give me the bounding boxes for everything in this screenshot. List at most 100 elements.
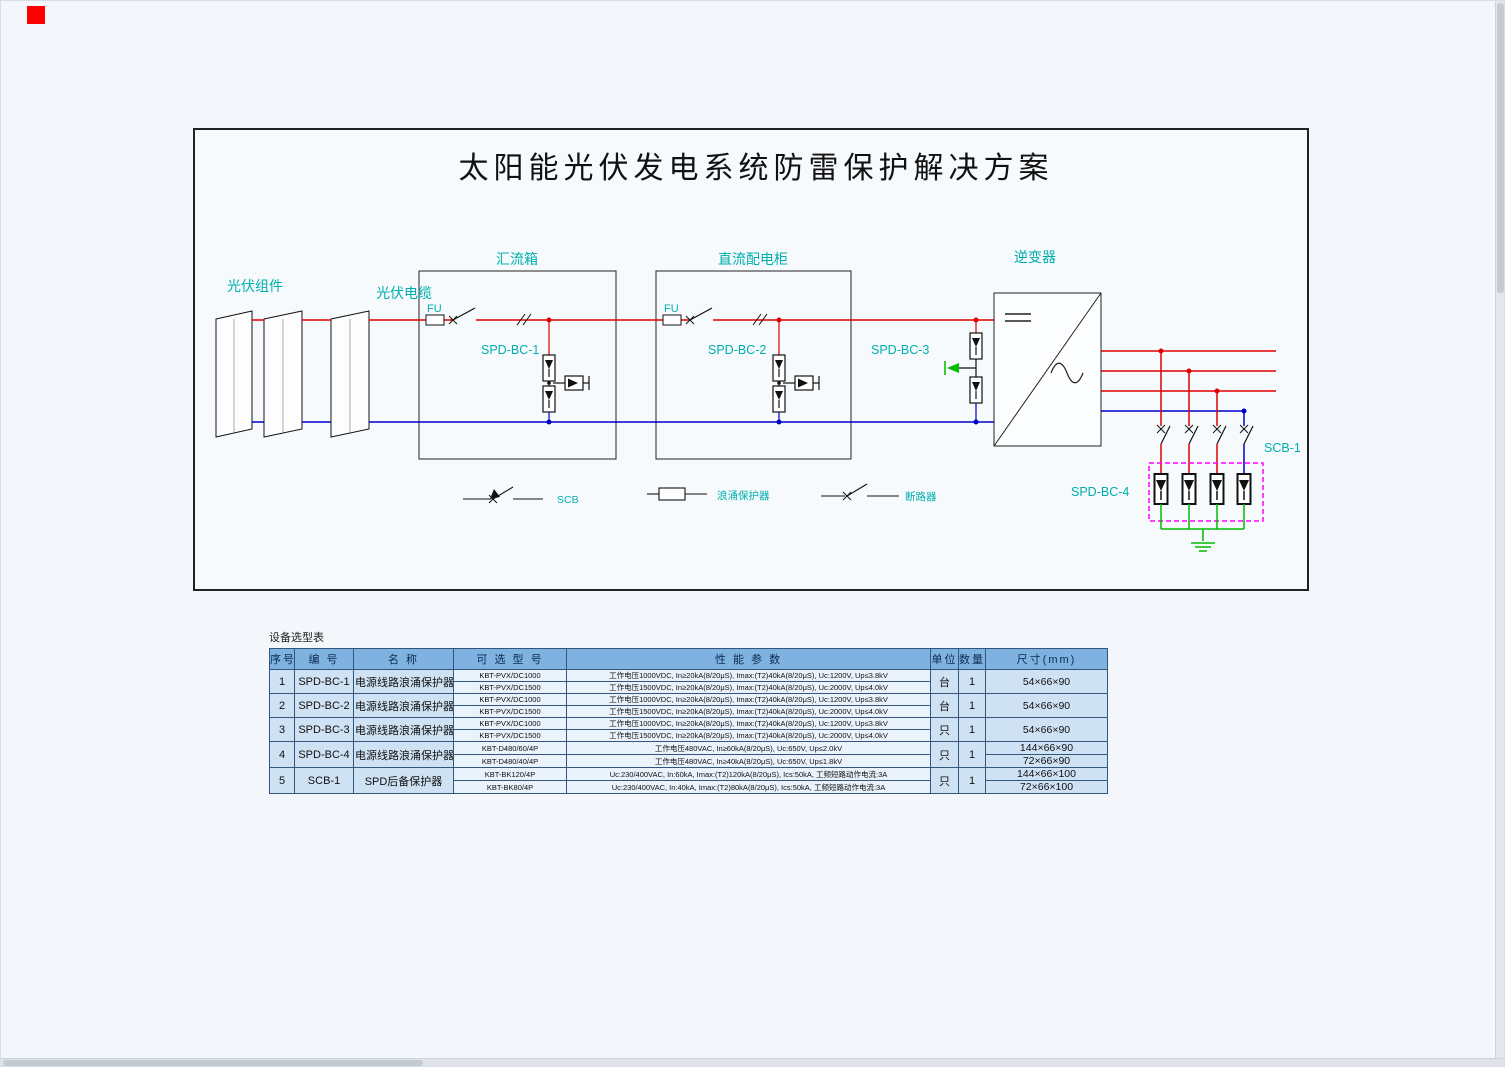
- inverter-label: 逆变器: [1014, 249, 1056, 265]
- table-cell: 工作电压480VAC, In≥60kA(8/20μS), Uc:650V, Up…: [566, 741, 931, 755]
- vertical-scrollbar[interactable]: [1495, 1, 1504, 1066]
- table-cell: KBT-D480/60/4P: [453, 741, 567, 755]
- equipment-table-section: 设备选型表 序号编 号名 称可 选 型 号性 能 参 数单位数量尺寸(mm) 1…: [269, 629, 1108, 794]
- table-cell: 工作电压1000VDC, In≥20kA(8/20μS), Imax:(T2)4…: [566, 693, 931, 706]
- schematic-svg: 太阳能光伏发电系统防雷保护解决方案: [215, 152, 1301, 552]
- disconnect-switches: [448, 307, 713, 325]
- table-header-cell: 可 选 型 号: [453, 648, 567, 670]
- drawing-frame: 太阳能光伏发电系统防雷保护解决方案: [193, 128, 1309, 591]
- fuse-1-icon: [425, 314, 445, 326]
- table-cell: KBT-PVX/DC1500: [453, 681, 567, 694]
- fuse-2-label: FU: [664, 303, 679, 315]
- breaker-drops: [1156, 348, 1254, 474]
- table-cell: 工作电压480VAC, In≥40kA(8/20μS), Uc:650V, Up…: [566, 754, 931, 768]
- table-cell: 台: [930, 693, 959, 718]
- table-cell: KBT-BK120/4P: [453, 767, 567, 781]
- vertical-scrollbar-thumb[interactable]: [1497, 3, 1504, 293]
- fuse-1-label: FU: [427, 303, 442, 315]
- table-cell: 1: [958, 693, 986, 718]
- table-cell: 54×66×90: [985, 669, 1108, 694]
- ground-network: [1160, 504, 1245, 552]
- table-cell: SPD后备保护器: [353, 767, 454, 794]
- table-cell: KBT-BK80/4P: [453, 780, 567, 794]
- table-cell: 1: [958, 717, 986, 742]
- table-cell: 5: [269, 767, 295, 794]
- table-cell: 1: [958, 767, 986, 794]
- fuse-symbols: [425, 314, 682, 326]
- table-cell: 4: [269, 741, 295, 768]
- table-cell: KBT-PVX/DC1500: [453, 729, 567, 742]
- table-cell: 电源线路浪涌保护器: [353, 717, 454, 742]
- ground-arrow-icon: [947, 363, 959, 373]
- spd-bc-3-assembly: [944, 317, 983, 425]
- table-cell: 144×66×90: [985, 741, 1108, 755]
- legend-surge-protector-symbol: [647, 487, 707, 501]
- spd-bc-1-assembly: [542, 317, 590, 425]
- table-cell: KBT-PVX/DC1000: [453, 717, 567, 730]
- legend-breaker-symbol: [821, 483, 899, 501]
- legend: [463, 483, 899, 504]
- table-cell: SPD-BC-2: [294, 693, 354, 718]
- table-cell: 3: [269, 717, 295, 742]
- table-cell: KBT-PVX/DC1500: [453, 705, 567, 718]
- table-cell: 台: [930, 669, 959, 694]
- table-header-cell: 性 能 参 数: [566, 648, 931, 670]
- table-cell: 144×66×100: [985, 767, 1108, 781]
- table-cell: SPD-BC-4: [294, 741, 354, 768]
- spd-bc-1-label: SPD-BC-1: [481, 343, 539, 357]
- table-cell: SPD-BC-1: [294, 669, 354, 694]
- spd-bc-2-assembly: [772, 317, 820, 425]
- table-cell: 工作电压1500VDC, In≥20kA(8/20μS), Imax:(T2)4…: [566, 681, 931, 694]
- table-cell: KBT-PVX/DC1000: [453, 693, 567, 706]
- table-cell: 电源线路浪涌保护器: [353, 693, 454, 718]
- horizontal-scrollbar[interactable]: [1, 1058, 1504, 1066]
- dc-cabinet-label: 直流配电柜: [718, 251, 788, 267]
- spd-bc-4-assembly: [1153, 473, 1252, 505]
- table-cell: 2: [269, 693, 295, 718]
- table-cell: 只: [930, 717, 959, 742]
- fuse-2-icon: [662, 314, 682, 326]
- spd-bc-3-label: SPD-BC-3: [871, 343, 929, 357]
- horizontal-scrollbar-thumb[interactable]: [3, 1060, 423, 1066]
- table-cell: 54×66×90: [985, 717, 1108, 742]
- table-cell: 1: [269, 669, 295, 694]
- earth-symbol-icon: [1191, 542, 1215, 552]
- table-cell: 工作电压1000VDC, In≥20kA(8/20μS), Imax:(T2)4…: [566, 717, 931, 730]
- table-header-cell: 编 号: [294, 648, 354, 670]
- table-cell: 只: [930, 741, 959, 768]
- pv-module-label: 光伏组件: [227, 278, 283, 294]
- pv-cable-label: 光伏电缆: [376, 285, 432, 301]
- table-cell: SCB-1: [294, 767, 354, 794]
- sine-wave-icon: [1050, 362, 1084, 384]
- table-cell: 72×66×100: [985, 780, 1108, 794]
- table-cell: KBT-PVX/DC1000: [453, 669, 567, 682]
- table-cell: KBT-D480/40/4P: [453, 754, 567, 768]
- legend-scb-symbol: [463, 486, 543, 504]
- table-caption: 设备选型表: [269, 632, 324, 644]
- table-header-cell: 数量: [958, 648, 986, 670]
- dc-cabinet-outline: [655, 270, 852, 460]
- combiner-box-label: 汇流箱: [496, 251, 538, 267]
- legend-breaker-label: 断路器: [905, 490, 937, 503]
- cable-break-marks: [516, 313, 768, 326]
- legend-scb-label: SCB: [557, 494, 579, 506]
- table-cell: 只: [930, 767, 959, 794]
- table-cell: 工作电压1000VDC, In≥20kA(8/20μS), Imax:(T2)4…: [566, 669, 931, 682]
- table-cell: Uc:230/400VAC, In:60kA, Imax:(T2)120kA(8…: [566, 767, 931, 781]
- table-cell: 电源线路浪涌保护器: [353, 741, 454, 768]
- corner-marker: [27, 6, 45, 24]
- table-cell: 1: [958, 669, 986, 694]
- inverter-symbol: [993, 292, 1102, 447]
- table-cell: 1: [958, 741, 986, 768]
